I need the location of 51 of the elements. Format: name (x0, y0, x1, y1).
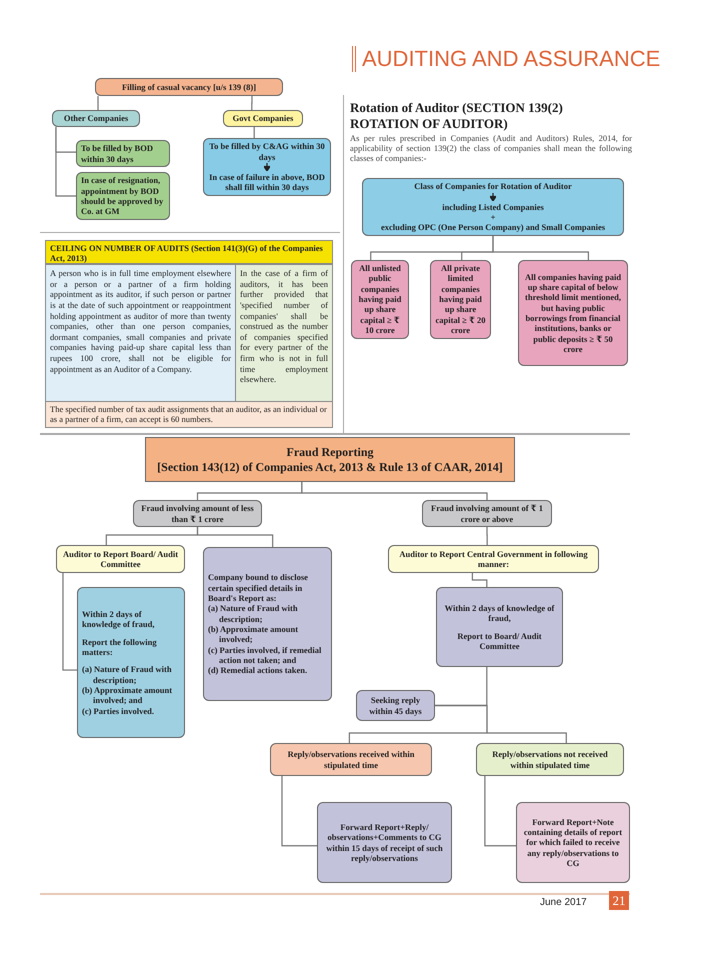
category-box: Fraud involving amount of ₹ 1 crore or above (422, 500, 552, 527)
table-cell: The specified number of tax audit assignments that an auditor, as an individual or as a partner of a firm, can accept is 60 numbers. (45, 402, 333, 428)
intro-paragraph: As per rules prescribed in Companies (Audit and Auditors) Rules, 2014, for applicability of section 139(2) the class of companies shall mean the following classes of companies:- (350, 134, 632, 164)
process-box: Auditor to Report Central Government in following manner: (388, 545, 599, 573)
box-text: In case of failure in above, BOD shall fill within 30 days (208, 172, 326, 193)
process-box: Seeking reply within 45 days (356, 690, 435, 721)
connector-line (196, 527, 274, 547)
outcome-box: Reply/observations not received within stipulated time (476, 743, 624, 776)
category-box: All companies having paid up share capital of below threshold limit mentioned, but having public borrowings from financial institutions, banks or public deposits ≥ ₹ 50 crore (518, 260, 628, 366)
process-box: Forward Report+Reply/ observations+Comments to CG within 15 days of receipt of such reply/observations (317, 802, 452, 883)
connector-line (484, 776, 516, 846)
heading-box: Filling of casual vacancy [u/s 139 (8)] (95, 78, 283, 96)
connector-line (251, 96, 253, 110)
category-box: All private limited companies having paid up share capital ≥ ₹ 20 crore (430, 260, 491, 339)
table-header: CEILING ON NUMBER OF AUDITS (Section 141(3)(G) of the Companies Act, 2013) (45, 240, 333, 264)
category-box: Other Companies (52, 110, 140, 127)
process-box: Auditor to Report Board/ Audit Committee (56, 545, 185, 573)
box-text: To be filled by C&AG within 30 days (208, 141, 326, 162)
connector-line (435, 704, 567, 743)
connector-line (62, 573, 77, 671)
box-text: Class of Companies for Rotation of Auditor (413, 181, 573, 192)
category-box: All unlisted public companies having paid up share capital ≥ ₹ 10 crore (351, 260, 409, 339)
heading-box: Fraud Reporting [Section 143(12) of Companies Act, 2013 & Rule 13 of CAAR, 2014] (145, 437, 515, 482)
process-box: In case of resignation, appointment by BOD should be approved by Co. at GM (76, 172, 170, 220)
process-box (203, 138, 331, 196)
process-box: Within 2 days of knowledge of fraud, Report to Board/ Audit Committee (436, 587, 563, 667)
table-cell: In the case of a firm of auditors, it has been further provided that 'specified number of companies' shall be construed as the number of companies specified for every partner of the firm who is not in full time employment elsewhere. (236, 264, 333, 402)
box-text: including Listed Companies (441, 202, 545, 212)
outcome-box: Reply/observations received within stipulated time (270, 743, 432, 776)
connector-line (486, 527, 488, 545)
subheading: Rotation of Auditor (SECTION 139(2) ROTATION OF AUDITOR) (350, 100, 564, 132)
process-box (362, 178, 624, 236)
page-number: 21 (609, 891, 629, 910)
process-box: To be filled by BOD within 30 days (76, 140, 170, 167)
connector-line (281, 776, 317, 846)
connector-line (492, 236, 589, 260)
category-box: Govt Companies (223, 110, 303, 127)
connector-line (301, 482, 488, 500)
connector-line (254, 127, 255, 138)
box-text: + (490, 212, 496, 222)
section-title: AUDITING AND ASSURANCE (352, 46, 660, 72)
issue-date: June 2017 (540, 897, 587, 908)
table-cell: A person who is in full time employment elsewhere or a person or a partner of a firm holding appointment as its auditor, if such person or partner is at the date of such appointment or reappointment holding appointment as auditor of more than twenty companies, other than one person companies, dormant companies, small companies and private companies having paid-up share capital less than rupees 100 crore, shall not be eligible for appointment as an Auditor of a Company. (45, 264, 236, 402)
connector-line (55, 127, 76, 197)
process-box: Within 2 days of knowledge of fraud, Report the following matters: (a) Nature of Fraud with description; (b) Approximate amount involved; and (c) Parties involved. (77, 587, 185, 738)
box-text: excluding OPC (One Person Company) and Small Companies (380, 222, 606, 233)
process-box: Company bound to disclose certain specified details in Board's Report as: (a) Nature of Fraud with description; (b) Approximate amount involved; (c) Parties involved, if remedial action not taken; and (d) Remedial actions taken. (203, 547, 332, 701)
category-box: Fraud involving amount of less than ₹ 1 crore (133, 500, 262, 527)
connector-line (472, 573, 488, 587)
connector-line (97, 96, 99, 110)
process-box: Forward Report+Note containing details of report for which failed to receive any reply/observations to CG (516, 802, 630, 883)
